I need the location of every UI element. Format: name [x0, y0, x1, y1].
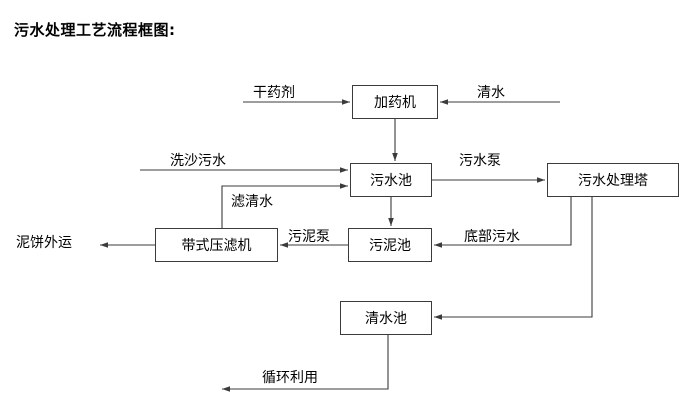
node-treatment-tower[interactable]: 污水处理塔 [547, 163, 679, 197]
node-sewage-pool[interactable]: 污水池 [350, 163, 432, 197]
node-treatment-tower-label: 污水处理塔 [578, 173, 648, 189]
terminal-sand-wash-sewage: 洗沙污水 [170, 153, 226, 169]
edge-belt-press-to-sewage-pool [221, 183, 348, 228]
node-sludge-pool-label: 污泥池 [369, 238, 411, 254]
terminal-clean-water: 清水 [477, 85, 505, 101]
edge-label-filtered-clear-water: 滤清水 [231, 194, 273, 210]
terminal-dry-chemical: 干药剂 [253, 85, 295, 101]
node-dosing-machine[interactable]: 加药机 [352, 85, 438, 119]
node-belt-filter-press[interactable]: 带式压滤机 [155, 228, 278, 262]
page-title: 污水处理工艺流程框图: [14, 21, 176, 39]
edge-treatment-tower-to-clean-water-pool [434, 197, 593, 320]
node-belt-filter-press-label: 带式压滤机 [181, 238, 252, 254]
edge-label-recycle-reuse: 循环利用 [262, 370, 318, 386]
node-sludge-pool[interactable]: 污泥池 [348, 228, 432, 262]
terminal-mud-cake-out: 泥饼外运 [16, 235, 72, 251]
edge-label-bottom-sewage: 底部污水 [464, 229, 520, 245]
edge-label-sludge-pump: 污泥泵 [288, 229, 330, 245]
edge-treatment-tower-to-sludge-pool [434, 197, 572, 248]
edge-label-sewage-pump: 污水泵 [459, 153, 501, 169]
edge-clean-water-pool-to-recycle [222, 335, 389, 392]
node-clean-water-pool-label: 清水池 [365, 311, 407, 327]
node-dosing-machine-label: 加药机 [374, 95, 416, 111]
node-sewage-pool-label: 污水池 [370, 173, 412, 189]
node-clean-water-pool[interactable]: 清水池 [340, 301, 432, 335]
